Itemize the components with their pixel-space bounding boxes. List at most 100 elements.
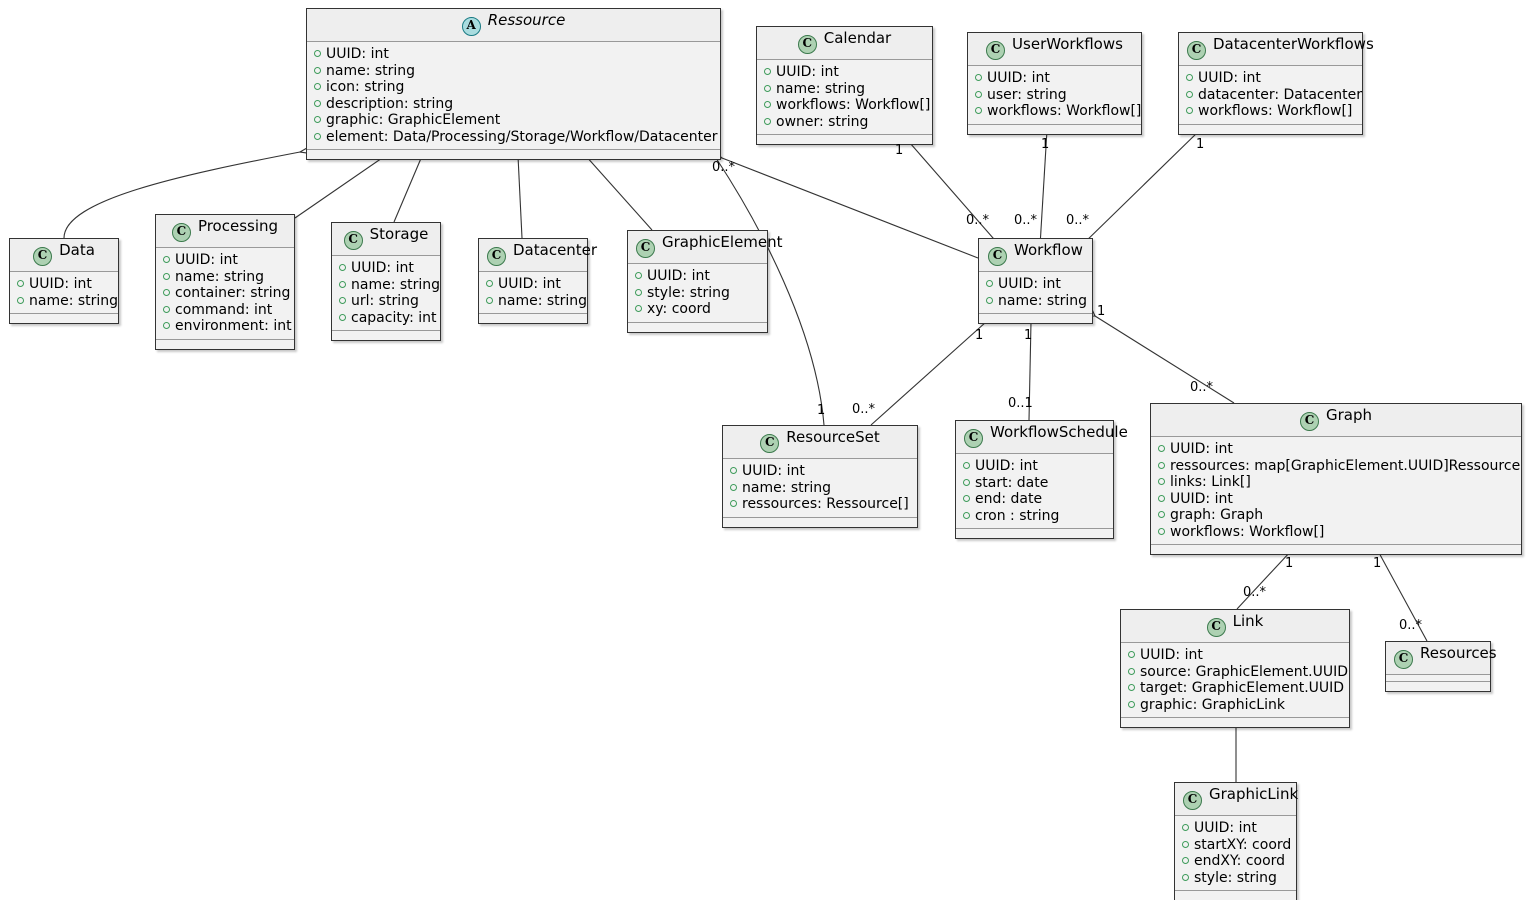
attribute-row: xy: coord bbox=[635, 301, 761, 318]
visibility-public-icon bbox=[963, 495, 970, 502]
edge-datacenterworkflows-workflow bbox=[1080, 120, 1210, 247]
visibility-public-icon bbox=[975, 90, 982, 98]
attribute-label: UUID: int bbox=[175, 252, 238, 268]
attribute-label: ressources: Ressource[] bbox=[742, 496, 909, 512]
attribute-label: style: string bbox=[1194, 869, 1277, 886]
class-icon: C bbox=[1206, 618, 1226, 637]
class-operations-workflowschedule bbox=[956, 529, 1113, 538]
class-header-resourceset: C ResourceSet bbox=[723, 426, 917, 459]
attribute-row: owner: string bbox=[764, 114, 926, 131]
visibility-public-icon bbox=[314, 50, 321, 57]
attribute-label: icon: string bbox=[326, 79, 405, 95]
attribute-label: UUID: int bbox=[1170, 441, 1233, 457]
attribute-label: UUID: int bbox=[742, 463, 805, 479]
multiplicity-label-m-wf-schedule-1: 1 bbox=[1024, 328, 1033, 343]
class-operations-graphicelement bbox=[628, 322, 767, 332]
multiplicity-label-m-resourceset-many: 0..* bbox=[852, 402, 876, 417]
multiplicity-label-m-link-many: 0..* bbox=[1243, 585, 1267, 600]
attribute-label: container: string bbox=[175, 285, 291, 301]
visibility-public-icon bbox=[764, 84, 771, 92]
visibility-public-icon bbox=[986, 296, 993, 304]
visibility-public-icon bbox=[314, 66, 321, 74]
multiplicity-label-m-wf-userworkflows: 0..* bbox=[1014, 213, 1038, 228]
class-icon: C bbox=[33, 247, 53, 266]
class-name-calendar: Calendar bbox=[823, 29, 892, 47]
attribute-label: UUID: int bbox=[498, 276, 561, 292]
attribute-row: workflows: Workflow[] bbox=[1186, 103, 1356, 120]
attribute-label: capacity: int bbox=[351, 309, 437, 326]
visibility-public-icon bbox=[764, 101, 771, 108]
attribute-label: name: string bbox=[742, 479, 832, 496]
visibility-public-icon bbox=[963, 462, 970, 469]
visibility-public-icon bbox=[1186, 74, 1193, 81]
attribute-row: UUID: int bbox=[1128, 647, 1343, 664]
visibility-public-icon bbox=[1182, 873, 1189, 881]
attribute-row: url: string bbox=[339, 293, 434, 310]
attribute-label: endXY: coord bbox=[1194, 853, 1286, 869]
attribute-row: name: string bbox=[986, 293, 1087, 310]
class-operations-workflow bbox=[979, 314, 1092, 323]
multiplicity-label-m-resourceset-1: 1 bbox=[817, 403, 826, 418]
class-icon: C bbox=[1299, 412, 1319, 431]
attribute-label: workflows: Workflow[] bbox=[776, 97, 931, 113]
class-operations-data bbox=[10, 314, 118, 323]
attribute-row: style: string bbox=[635, 285, 761, 302]
attribute-row: ressources: Ressource[] bbox=[730, 496, 911, 513]
attribute-row: UUID: int bbox=[314, 46, 714, 63]
class-header-datacenterworkflows: C DatacenterWorkflows bbox=[1179, 33, 1374, 66]
visibility-public-icon bbox=[1158, 461, 1165, 469]
attribute-row: target: GraphicElement.UUID bbox=[1128, 680, 1344, 697]
attribute-row: UUID: int bbox=[730, 463, 911, 480]
class-icon: C bbox=[797, 35, 817, 54]
class-icon: C bbox=[1187, 41, 1206, 60]
visibility-public-icon bbox=[635, 305, 642, 312]
attribute-row: UUID: int bbox=[1186, 70, 1356, 87]
class-name-resourceset: ResourceSet bbox=[786, 428, 880, 446]
multiplicity-label-m-schedule-01: 0..1 bbox=[1008, 396, 1033, 411]
visibility-public-icon bbox=[1128, 684, 1135, 691]
class-operations-resourceset bbox=[723, 517, 917, 527]
edge-storage-ressource bbox=[393, 156, 422, 223]
visibility-public-icon bbox=[339, 297, 346, 304]
attribute-label: name: string bbox=[776, 80, 866, 97]
visibility-public-icon bbox=[339, 264, 346, 271]
visibility-public-icon bbox=[17, 296, 24, 304]
class-icon: C bbox=[760, 434, 780, 453]
attribute-row: name: string bbox=[486, 293, 587, 310]
attribute-label: start: date bbox=[975, 474, 1049, 491]
class-name-datacenterworkflows: DatacenterWorkflows bbox=[1213, 35, 1374, 53]
attribute-row: name: string bbox=[314, 63, 714, 80]
attribute-row: source: GraphicElement.UUID bbox=[1128, 664, 1348, 681]
class-name-graphiclink: GraphicLink bbox=[1209, 785, 1299, 803]
attribute-row: UUID: int bbox=[1182, 820, 1290, 837]
attribute-label: UUID: int bbox=[1194, 820, 1257, 836]
visibility-public-icon bbox=[1186, 107, 1193, 114]
class-icon: C bbox=[964, 429, 983, 448]
